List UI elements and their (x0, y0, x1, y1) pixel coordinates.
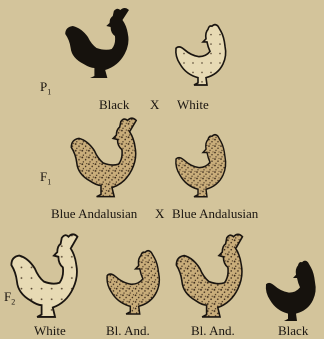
generation-f2: F2 (4, 290, 15, 310)
p1-white-hen-icon (176, 25, 226, 85)
p1-cross-symbol: X (150, 98, 159, 112)
generation-f1: F1 (40, 170, 51, 190)
f2-blue-rooster-icon (176, 234, 242, 317)
f1-blue-rooster-icon (71, 118, 136, 196)
f2-label-blue-2: Bl. And. (191, 324, 235, 338)
f1-left-label: Blue Andalusian (51, 207, 137, 221)
f2-label-black: Black (278, 324, 308, 338)
p1-right-label: White (177, 98, 209, 112)
generation-subscript: 1 (47, 88, 51, 97)
p1-left-label: Black (99, 98, 129, 112)
f1-blue-hen-icon (176, 135, 226, 197)
p1-black-rooster-icon (65, 8, 129, 78)
f1-right-label: Blue Andalusian (172, 207, 258, 221)
f2-label-blue-1: Bl. And. (106, 324, 150, 338)
generation-subscript: 1 (47, 178, 51, 187)
f2-black-hen-icon (266, 261, 316, 321)
generation-p1: P1 (40, 80, 51, 100)
f2-label-white: White (34, 324, 66, 338)
f2-white-rooster-icon (11, 234, 77, 317)
generation-subscript: 2 (11, 298, 15, 307)
f2-blue-hen-icon (107, 251, 159, 314)
f1-cross-symbol: X (155, 207, 164, 221)
